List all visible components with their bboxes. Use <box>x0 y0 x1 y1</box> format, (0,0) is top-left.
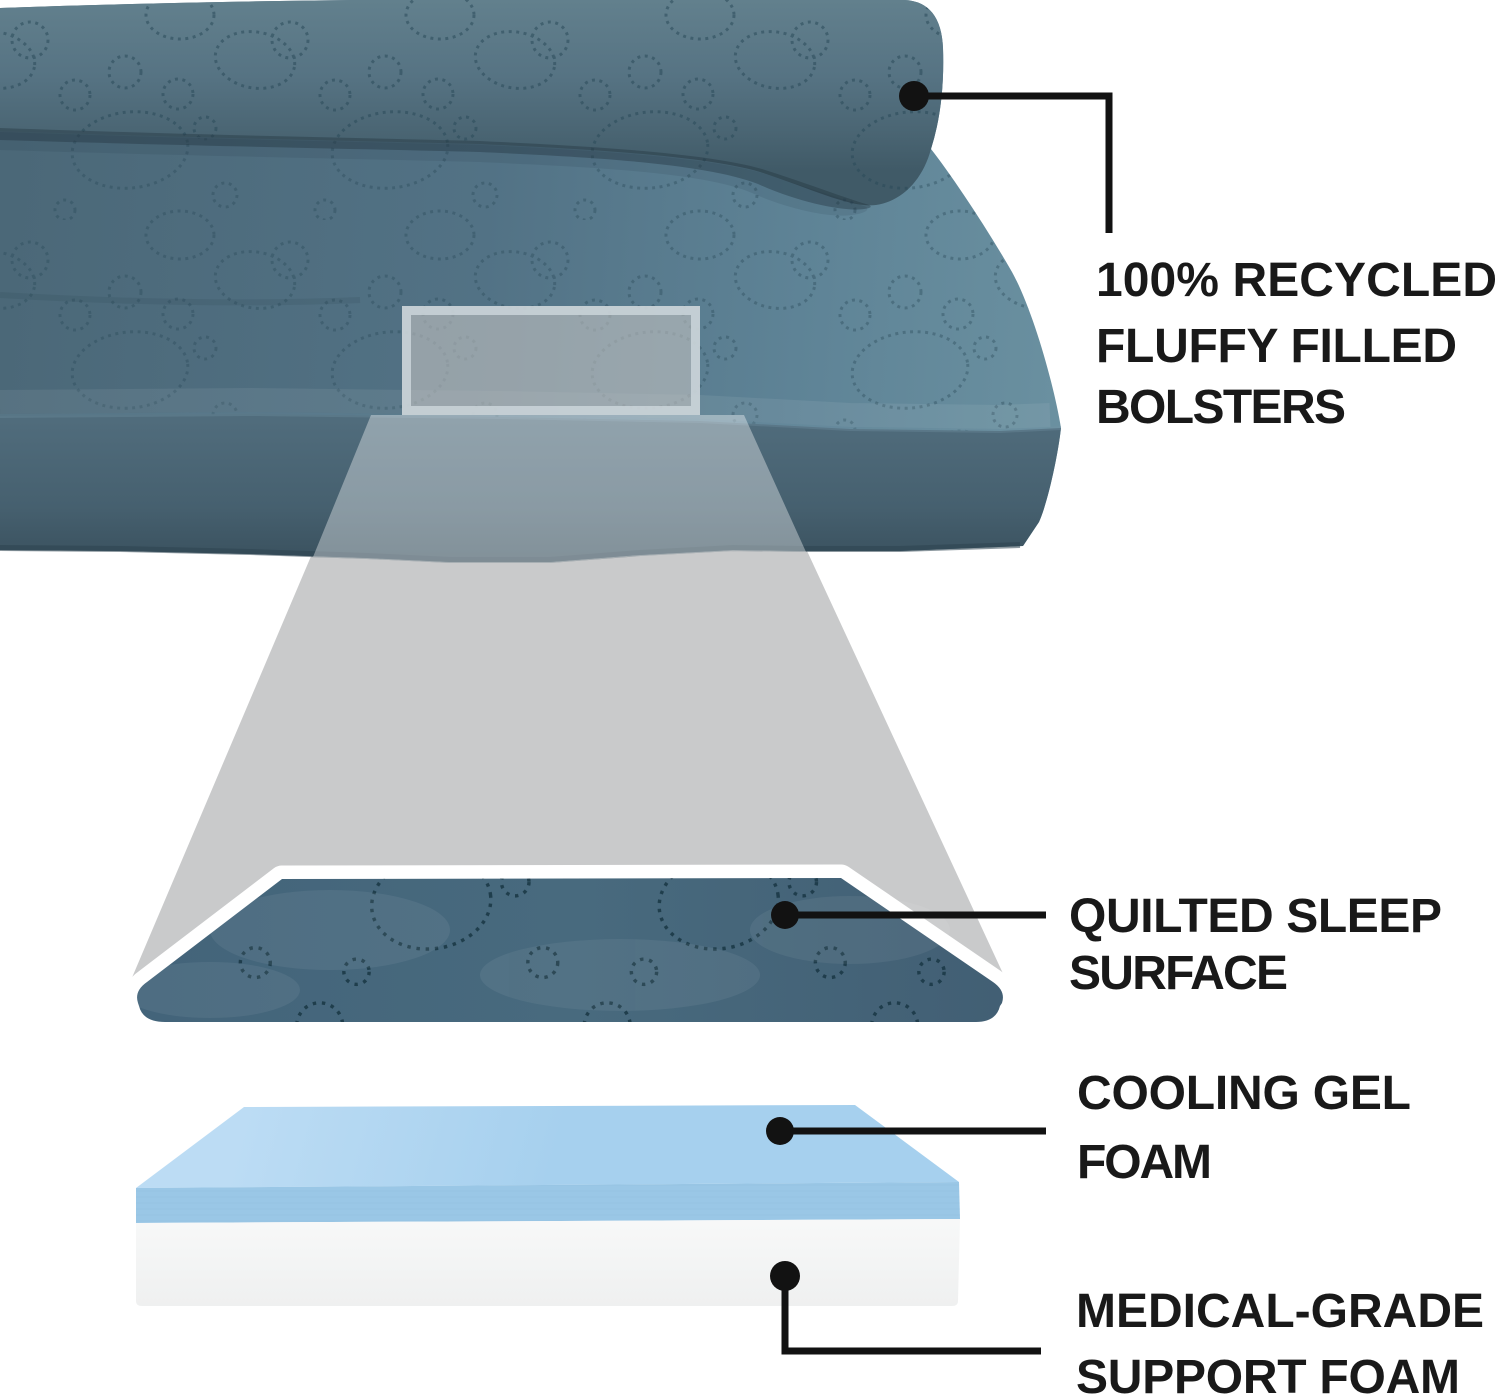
svg-text:100% RECYCLED: 100% RECYCLED <box>1096 254 1497 307</box>
svg-text:FOAM: FOAM <box>1077 1136 1212 1189</box>
svg-text:MEDICAL-GRADE: MEDICAL-GRADE <box>1076 1285 1484 1338</box>
svg-text:SURFACE: SURFACE <box>1069 947 1288 1000</box>
svg-text:BOLSTERS: BOLSTERS <box>1096 381 1346 434</box>
svg-text:FLUFFY FILLED: FLUFFY FILLED <box>1096 320 1457 373</box>
svg-text:COOLING GEL: COOLING GEL <box>1077 1067 1411 1120</box>
svg-text:QUILTED SLEEP: QUILTED SLEEP <box>1069 890 1442 943</box>
svg-text:SUPPORT FOAM: SUPPORT FOAM <box>1076 1351 1460 1396</box>
